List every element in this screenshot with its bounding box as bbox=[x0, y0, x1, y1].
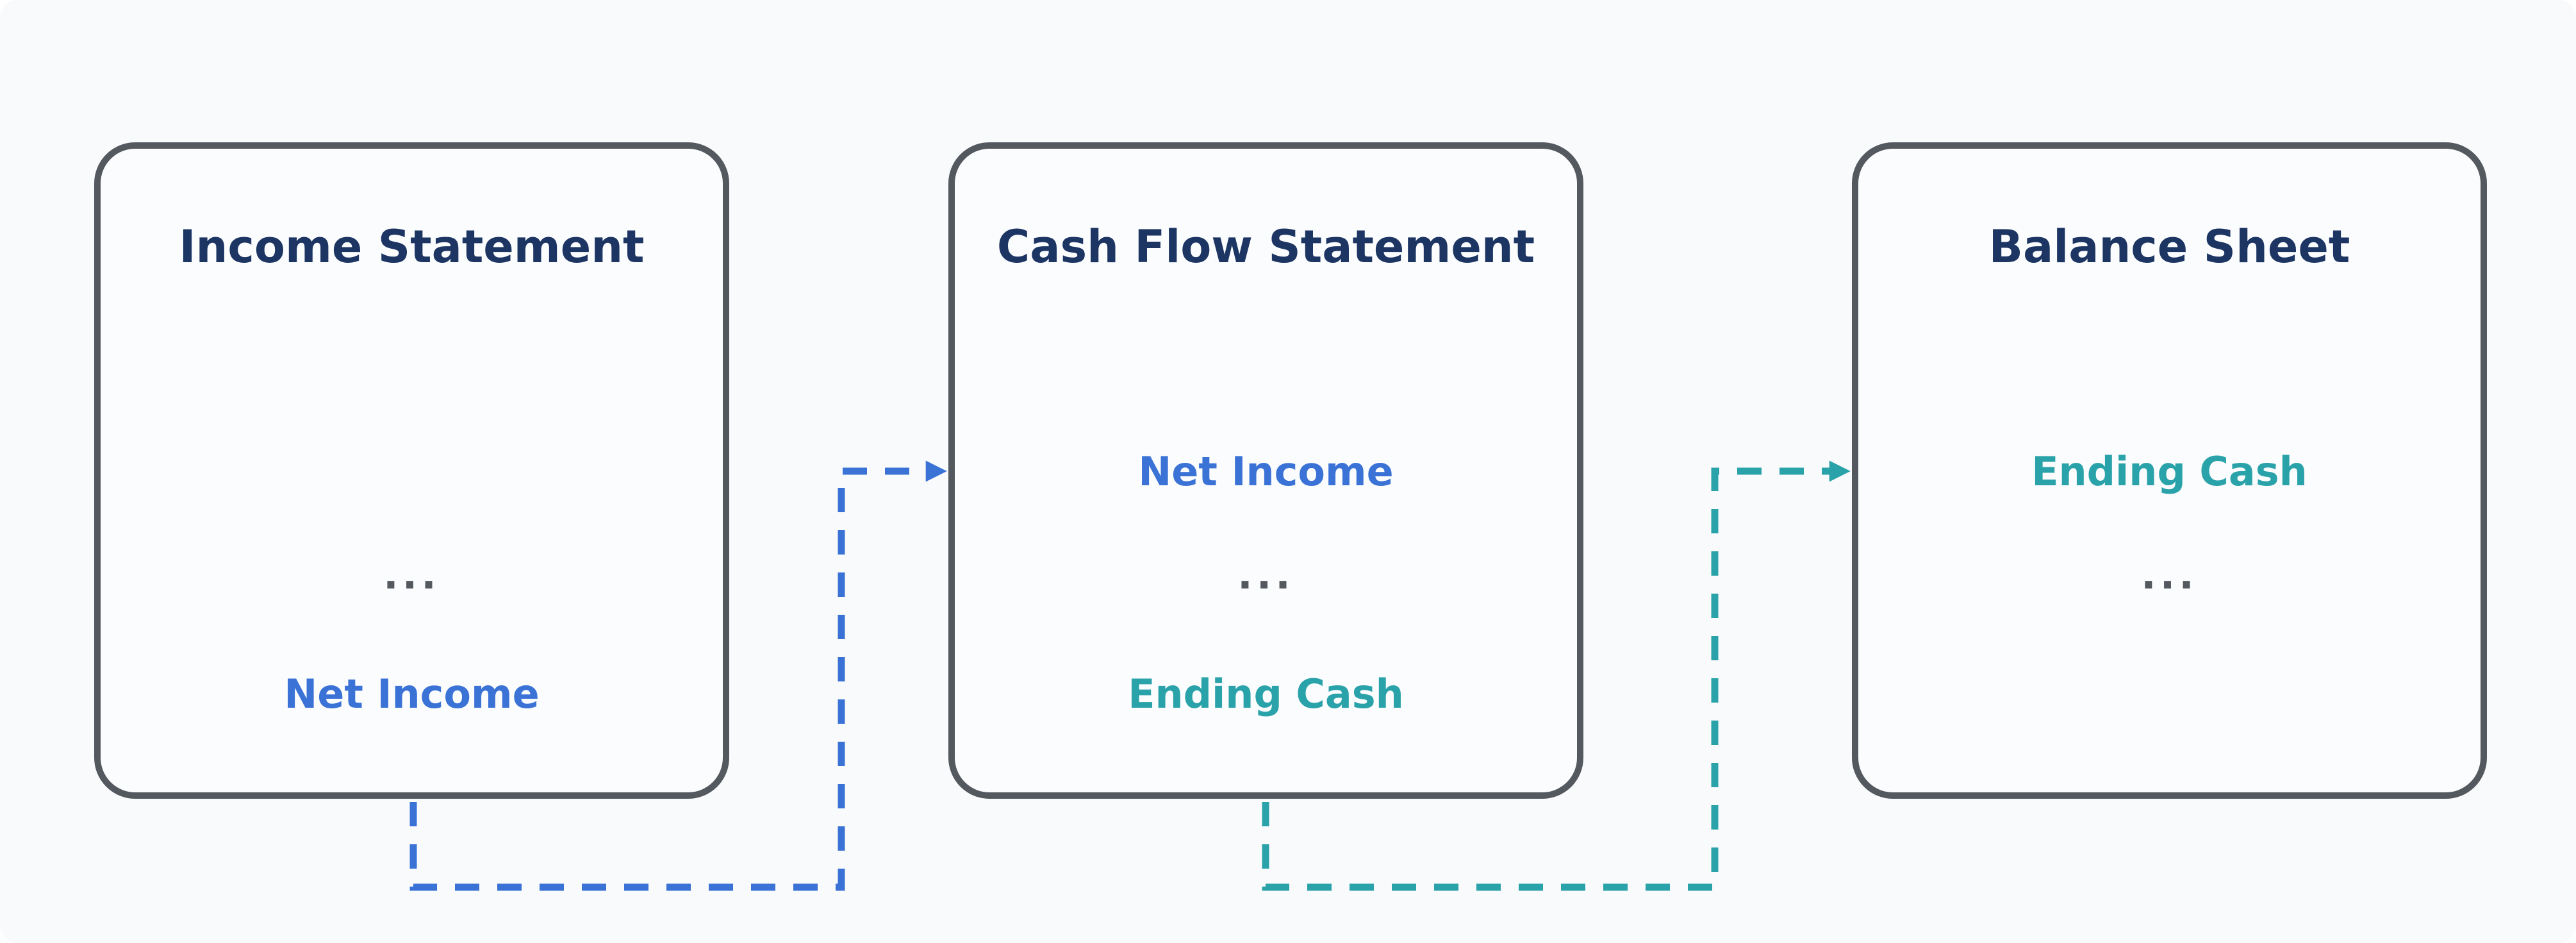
net-income-label: Net Income bbox=[1138, 447, 1394, 495]
ending-cash-label: Ending Cash bbox=[1128, 670, 1404, 717]
ellipsis-row: ... bbox=[1237, 551, 1294, 598]
node-balance-sheet: Balance Sheet Ending Cash ... bbox=[1852, 142, 2487, 799]
node-income-statement: Income Statement ... Net Income bbox=[94, 142, 729, 799]
ending-cash-label: Ending Cash bbox=[2031, 447, 2308, 495]
net-income-label: Net Income bbox=[284, 670, 540, 717]
ellipsis-row: ... bbox=[383, 551, 440, 598]
node-title-income-statement: Income Statement bbox=[179, 221, 645, 273]
node-cash-flow-statement: Cash Flow Statement Net Income ... Endin… bbox=[948, 142, 1583, 799]
node-title-cash-flow-statement: Cash Flow Statement bbox=[996, 221, 1535, 273]
node-title-balance-sheet: Balance Sheet bbox=[1988, 221, 2350, 273]
ellipsis-row: ... bbox=[2141, 551, 2198, 598]
